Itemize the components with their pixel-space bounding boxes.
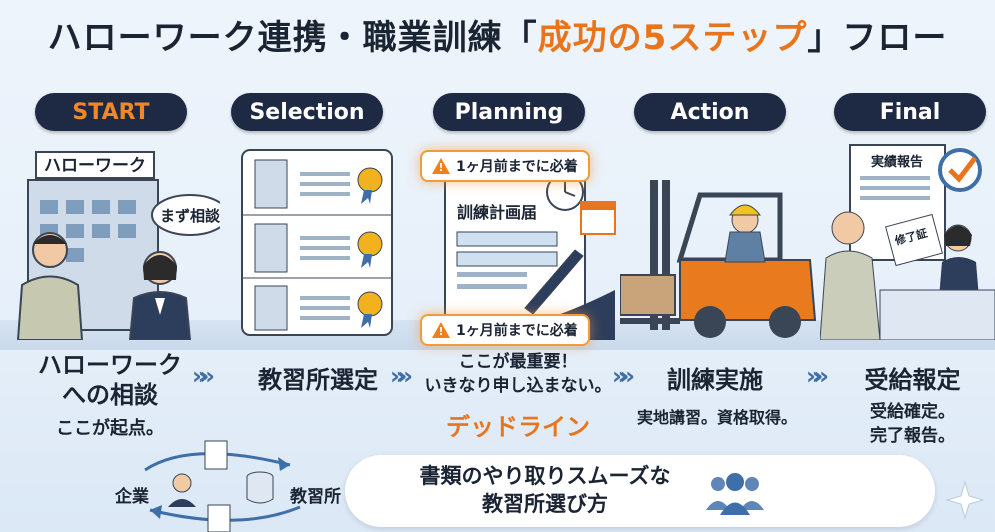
step3-emphasis: デッドライン: [446, 413, 590, 441]
speech-bubble-text: まず相談: [160, 207, 220, 225]
bottom-message: 書類のやり取りスムーズな 教習所選び方: [419, 464, 671, 516]
man-body: [16, 275, 84, 340]
chevron-right-icon: »»: [612, 362, 635, 390]
chevron-right-icon: »»: [390, 362, 413, 390]
step1-label: ハローワーク への相談: [38, 351, 182, 409]
school-card-3: [254, 285, 383, 331]
chevron-right-icon: »»: [192, 362, 215, 390]
step5-label: 受給報定: [864, 366, 961, 394]
building-sign: ハローワーク: [44, 156, 146, 176]
document-cycle-diagram: [144, 440, 301, 532]
title-end: 」フロー: [807, 18, 948, 58]
cycle-label-school: 教習所: [290, 487, 341, 507]
stage-planning: Planning: [433, 93, 585, 131]
warning-icon: !: [432, 158, 450, 174]
document-icon: [207, 504, 231, 532]
planning-doc-title: 訓練計画届: [457, 203, 537, 222]
stage-final: Final: [834, 93, 986, 131]
checkmark-icon: [938, 148, 982, 192]
cycle-label-company: 企業: [115, 487, 149, 507]
stage-action: Action: [634, 93, 786, 131]
action-illustration: [620, 180, 817, 338]
deadline-badge-bottom: ! 1ヶ月前までに必着: [420, 314, 590, 346]
planning-illustration: 訓練計画届: [444, 173, 616, 340]
step4-sub: 実地講習。資格取得。: [636, 408, 797, 427]
warning-icon: !: [432, 322, 450, 338]
final-report-title: 実績報告: [871, 154, 923, 170]
step4-label: 訓練実施: [667, 366, 763, 394]
page-title: ハローワーク連携・職業訓練「成功の5ステップ」フロー: [0, 10, 995, 59]
pen-icon: [524, 249, 584, 315]
step1-sub: ここが起点。: [56, 418, 164, 439]
deadline-badge-bottom-text: 1ヶ月前までに必着: [456, 323, 578, 339]
title-highlight: 成功の5ステップ: [537, 18, 808, 58]
document-icon: [204, 440, 228, 470]
cargo-box: [620, 274, 676, 316]
chevron-right-icon: »»: [806, 362, 829, 390]
step2-label: 教習所選定: [258, 366, 378, 394]
speech-bubble: [151, 194, 220, 236]
school-card-1: [254, 159, 383, 209]
deadline-badge-top: ! 1ヶ月前までに必着: [420, 150, 590, 182]
hardhat: [728, 204, 762, 216]
selection-illustration: [241, 149, 393, 336]
woman-body: [128, 291, 192, 340]
start-illustration: ハローワーク まず相談: [16, 151, 220, 340]
sparkle-icon: [945, 480, 985, 520]
ribbon-icon: [357, 167, 383, 193]
school-card-2: [254, 223, 383, 273]
forklift-body: [679, 259, 817, 321]
title-main: ハローワーク連携・職業訓練「: [47, 18, 538, 58]
stage-selection: Selection: [231, 93, 383, 131]
people-icon: [706, 473, 764, 515]
step3-label: ここが最重要！ いきなり申し込まない。: [424, 352, 612, 396]
step5-sub: 受給確定。 完了報告。: [870, 402, 955, 446]
final-illustration: 実績報告 修了証: [820, 144, 995, 340]
bottom-banner: [345, 455, 935, 527]
deadline-badge-top-text: 1ヶ月前までに必着: [456, 159, 578, 175]
stage-start: START: [35, 93, 187, 131]
